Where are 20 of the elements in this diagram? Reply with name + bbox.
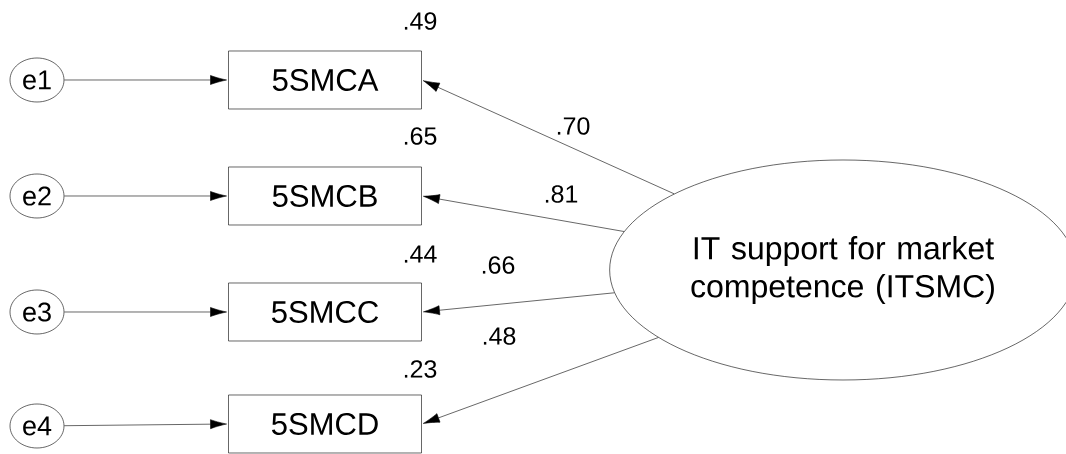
edge-label: .66 (479, 255, 517, 275)
edge-label: .70 (554, 116, 592, 136)
arrow (423, 194, 625, 232)
arrow (423, 337, 659, 424)
arrow (64, 307, 227, 317)
value-label: .23 (404, 360, 437, 378)
variable-box: 5SMCD (228, 394, 422, 454)
value-label: .65 (404, 127, 437, 145)
arrow (64, 75, 227, 85)
value-label: .44 (404, 245, 437, 263)
arrow (423, 292, 615, 316)
arrow (64, 191, 227, 201)
value-label: .49 (404, 12, 437, 30)
arrow (423, 80, 675, 195)
edge-label: .81 (542, 184, 580, 204)
variable-box: 5SMCB (228, 166, 422, 226)
variable-box: 5SMCC (228, 282, 422, 342)
arrow (64, 419, 227, 430)
edge-label: .48 (480, 326, 518, 346)
variable-box: 5SMCA (228, 50, 422, 110)
